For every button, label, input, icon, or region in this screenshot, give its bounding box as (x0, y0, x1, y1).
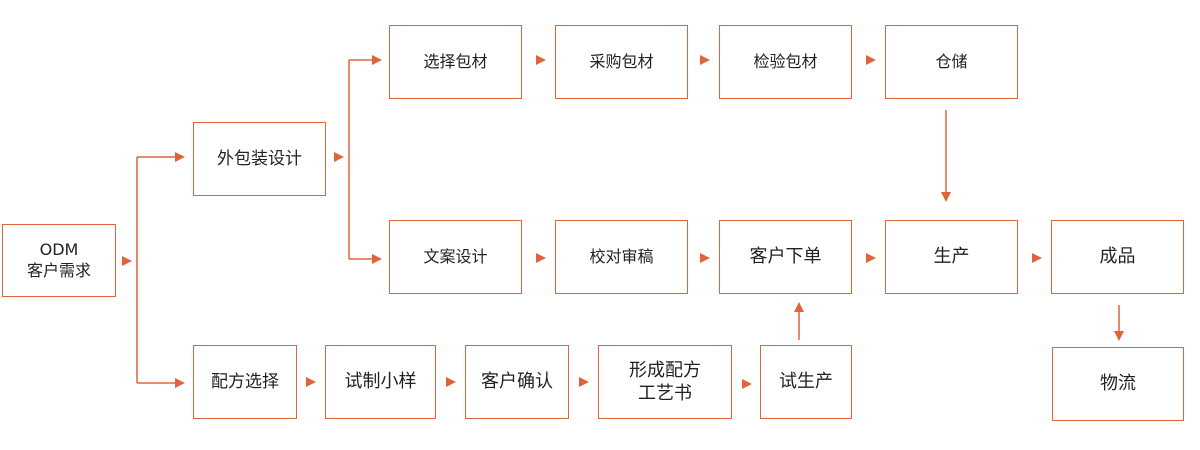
arrowhead-to-trial-sample (306, 377, 316, 387)
node-trial-production-label: 试生产 (779, 371, 833, 393)
node-proofreading: 校对审稿 (555, 220, 688, 294)
arrowhead-to-copywriting (372, 254, 382, 264)
node-storage-label: 仓储 (935, 51, 968, 71)
node-purchase-packaging: 采购包材 (555, 25, 688, 99)
node-copywriting-design: 文案设计 (389, 220, 522, 294)
node-inspect-packaging-label: 检验包材 (753, 51, 818, 71)
arrowhead-trial-to-customer-order (794, 302, 804, 312)
node-customer-order-label: 客户下单 (749, 246, 822, 268)
arrowhead-storage-to-production (941, 192, 951, 202)
arrowhead-to-production (866, 253, 876, 263)
node-customer-order: 客户下单 (719, 220, 852, 294)
node-formula-selection-label: 配方选择 (211, 371, 279, 392)
node-finished-product-label: 成品 (1099, 246, 1136, 268)
node-select-packaging: 选择包材 (389, 25, 522, 99)
node-finished-product: 成品 (1051, 220, 1184, 294)
arrowhead-to-formula-document (579, 377, 589, 387)
node-customer-confirmation: 客户确认 (465, 345, 569, 419)
arrowhead-to-select-packaging (372, 55, 382, 65)
node-outer-packaging-design: 外包装设计 (193, 122, 326, 196)
node-formula-doc-line1: 形成配方 (629, 359, 701, 381)
node-proofreading-label: 校对审稿 (589, 246, 654, 266)
node-trial-sample: 试制小样 (325, 345, 436, 419)
arrowhead-to-finished-product (1032, 253, 1042, 263)
arrowhead-to-purchase-packaging (536, 55, 546, 65)
arrowhead-outer-packaging-out (334, 152, 344, 162)
node-trial-sample-label: 试制小样 (344, 371, 417, 393)
arrowhead-to-customer-confirmation (446, 377, 456, 387)
node-logistics: 物流 (1052, 347, 1184, 421)
node-customer-confirmation-label: 客户确认 (481, 371, 553, 393)
node-outer-packaging-design-label: 外包装设计 (217, 148, 302, 169)
node-production-label: 生产 (933, 246, 970, 268)
arrowhead-to-proofreading (536, 253, 546, 263)
node-select-packaging-label: 选择包材 (423, 51, 488, 71)
arrowhead-to-outer-packaging (175, 152, 185, 162)
node-logistics-label: 物流 (1100, 373, 1136, 395)
node-odm-line1: ODM (39, 239, 79, 259)
arrowhead-to-inspect-packaging (700, 55, 710, 65)
arrowhead-odm-to-branch (122, 256, 132, 266)
arrowhead-to-storage (866, 55, 876, 65)
node-production: 生产 (885, 220, 1018, 294)
node-trial-production: 试生产 (760, 345, 852, 419)
node-formula-doc-line2: 工艺书 (638, 383, 692, 404)
arrowhead-to-formula-selection (175, 378, 185, 388)
node-inspect-packaging: 检验包材 (719, 25, 852, 99)
node-formula-selection: 配方选择 (193, 345, 297, 419)
node-storage: 仓储 (885, 25, 1018, 99)
node-purchase-packaging-label: 采购包材 (589, 51, 654, 71)
arrowhead-to-trial-production (742, 379, 752, 389)
arrowhead-to-customer-order (700, 253, 710, 263)
node-copywriting-design-label: 文案设计 (423, 246, 488, 266)
node-odm-line2: 客户需求 (26, 260, 91, 280)
arrowhead-to-logistics (1114, 331, 1124, 341)
node-formula-process-document: 形成配方工艺书 (598, 345, 732, 419)
